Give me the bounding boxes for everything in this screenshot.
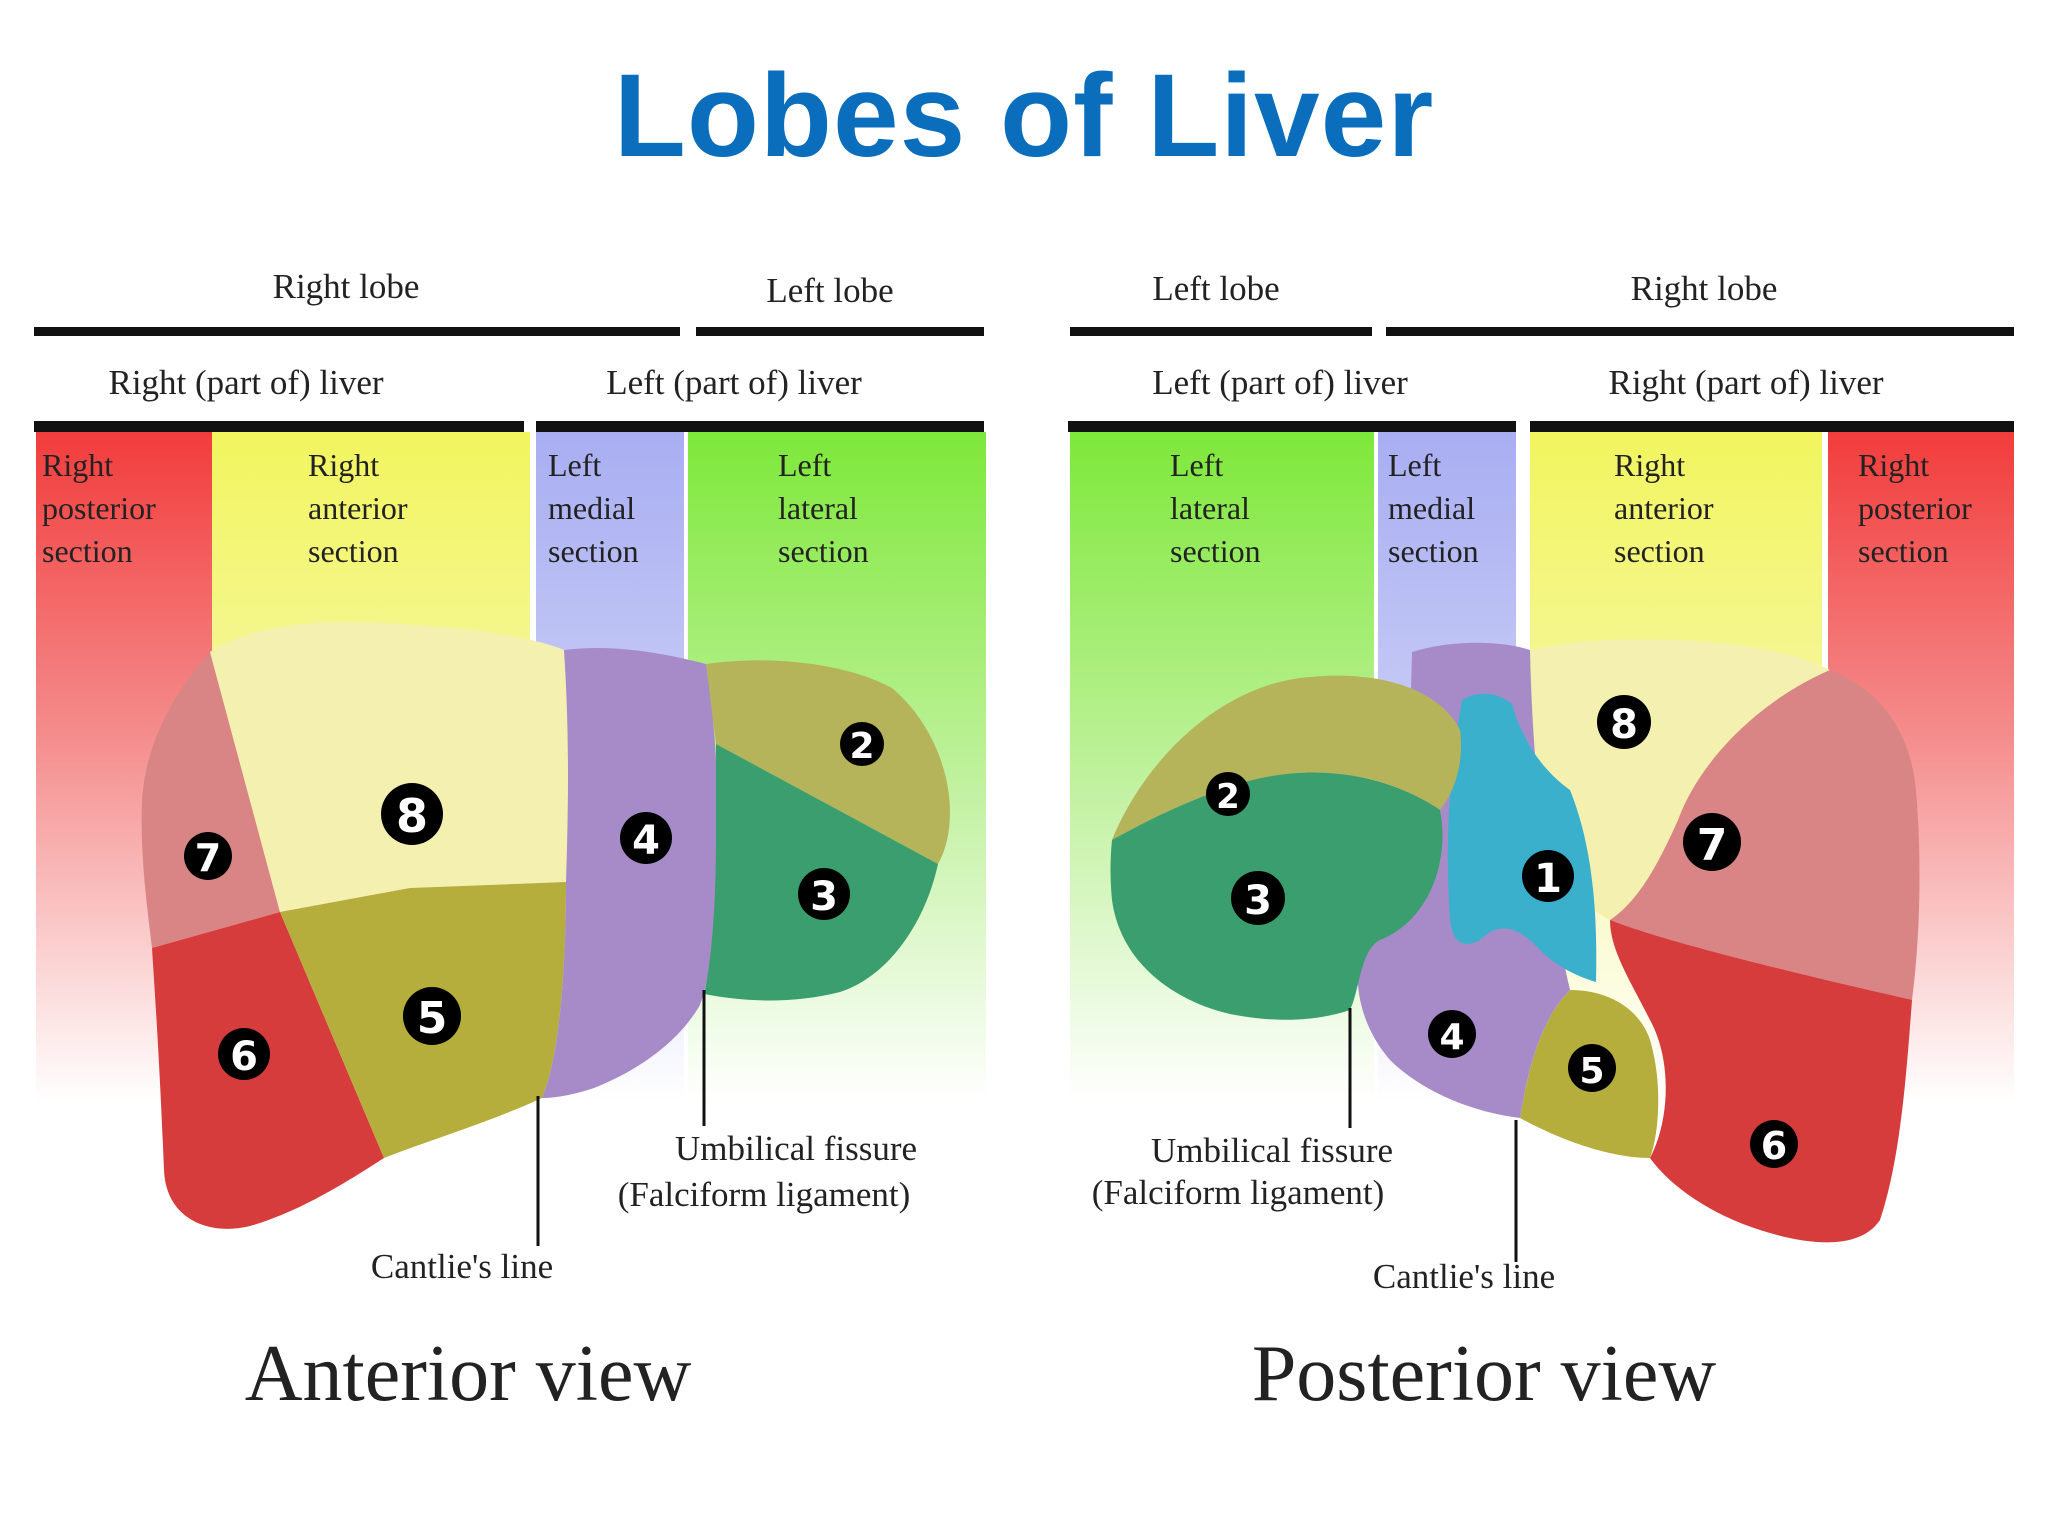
svg-text:1: 1 xyxy=(1534,856,1562,902)
post-umbilical-label-1: Umbilical fissure xyxy=(1151,1131,1393,1170)
svg-text:Left: Left xyxy=(1388,447,1441,483)
svg-text:6: 6 xyxy=(230,1034,258,1080)
post-left-part-label: Left (part of) liver xyxy=(1152,363,1408,402)
svg-text:4: 4 xyxy=(632,818,660,864)
svg-text:Right: Right xyxy=(1614,447,1685,483)
svg-text:section: section xyxy=(42,533,133,569)
post-left-lobe-label: Left lobe xyxy=(1152,269,1279,308)
post-left-medial-label: Left medial section xyxy=(1388,447,1479,569)
svg-text:7: 7 xyxy=(195,836,221,880)
svg-text:posterior: posterior xyxy=(42,490,156,526)
svg-text:5: 5 xyxy=(1579,1051,1604,1092)
ant-left-medial-label: Left medial section xyxy=(548,447,639,569)
ant-left-lobe-label: Left lobe xyxy=(766,271,893,310)
ant-segment-6 xyxy=(152,912,384,1229)
svg-text:posterior: posterior xyxy=(1858,490,1972,526)
post-left-lateral-label: Left lateral section xyxy=(1170,447,1261,569)
svg-text:5: 5 xyxy=(417,993,448,1044)
ant-right-anterior-label: Right anterior section xyxy=(308,447,408,569)
posterior-panel: Left lobe Right lobe Left (part of) live… xyxy=(1068,269,2014,1418)
post-segment-6 xyxy=(1610,920,1912,1243)
ant-left-part-label: Left (part of) liver xyxy=(606,363,862,402)
post-left-lobe-bar xyxy=(1070,327,1372,336)
ant-cantlie-label: Cantlie's line xyxy=(371,1247,553,1286)
svg-text:anterior: anterior xyxy=(308,490,408,526)
post-umbilical-label-2: (Falciform ligament) xyxy=(1092,1173,1385,1212)
post-right-part-bar xyxy=(1530,421,2014,432)
ant-right-lobe-bar xyxy=(34,327,680,336)
ant-umbilical-label-2: (Falciform ligament) xyxy=(618,1175,911,1214)
svg-text:section: section xyxy=(778,533,869,569)
svg-text:8: 8 xyxy=(396,789,428,843)
ant-right-posterior-label: Right posterior section xyxy=(42,447,156,569)
ant-right-part-bar xyxy=(34,421,524,432)
post-segment-1 xyxy=(1447,693,1597,982)
svg-text:Right: Right xyxy=(1858,447,1929,483)
ant-segment-7 xyxy=(141,652,280,948)
svg-text:section: section xyxy=(1614,533,1705,569)
svg-text:medial: medial xyxy=(1388,490,1475,526)
svg-text:4: 4 xyxy=(1439,1017,1464,1058)
svg-text:3: 3 xyxy=(1244,878,1272,924)
svg-text:7: 7 xyxy=(1697,820,1728,871)
ant-right-lobe-label: Right lobe xyxy=(273,267,420,306)
ant-segment-4 xyxy=(542,647,718,1098)
svg-text:lateral: lateral xyxy=(778,490,858,526)
post-segment-7 xyxy=(1610,670,1920,1000)
post-view-label: Posterior view xyxy=(1252,1330,1717,1418)
ant-segment-2 xyxy=(706,660,950,864)
post-right-lobe-bar xyxy=(1386,327,2014,336)
svg-text:section: section xyxy=(1388,533,1479,569)
svg-text:anterior: anterior xyxy=(1614,490,1714,526)
svg-text:section: section xyxy=(1170,533,1261,569)
svg-text:Right: Right xyxy=(308,447,379,483)
svg-text:medial: medial xyxy=(548,490,635,526)
ant-view-label: Anterior view xyxy=(245,1330,692,1418)
ant-left-part-bar xyxy=(536,421,984,432)
svg-text:2: 2 xyxy=(1216,777,1240,817)
post-segment-numbers: 1 2 3 4 5 6 7 8 xyxy=(1206,695,1798,1168)
post-right-anterior-label: Right anterior section xyxy=(1614,447,1714,569)
svg-text:lateral: lateral xyxy=(1170,490,1250,526)
post-segment-2 xyxy=(1112,675,1462,840)
anterior-panel: Right lobe Left lobe Right (part of) liv… xyxy=(34,267,986,1418)
svg-text:section: section xyxy=(1858,533,1949,569)
svg-text:section: section xyxy=(308,533,399,569)
ant-right-part-label: Right (part of) liver xyxy=(108,363,383,402)
ant-umbilical-label-1: Umbilical fissure xyxy=(675,1129,917,1168)
post-left-part-bar xyxy=(1068,421,1516,432)
svg-text:6: 6 xyxy=(1761,1124,1787,1168)
post-right-lobe-label: Right lobe xyxy=(1631,269,1778,308)
ant-left-lateral-label: Left lateral section xyxy=(778,447,869,569)
ant-segment-numbers: 2 3 4 5 6 7 8 xyxy=(184,722,884,1080)
ant-left-lobe-bar xyxy=(696,327,984,336)
svg-text:Left: Left xyxy=(778,447,831,483)
svg-text:Left: Left xyxy=(1170,447,1223,483)
ant-segment-8 xyxy=(210,621,568,912)
svg-text:Right: Right xyxy=(42,447,113,483)
svg-text:Left: Left xyxy=(548,447,601,483)
post-cantlie-label: Cantlie's line xyxy=(1373,1257,1555,1296)
svg-text:2: 2 xyxy=(849,726,874,767)
svg-text:3: 3 xyxy=(810,874,838,920)
slide-title: Lobes of Liver xyxy=(613,50,1435,182)
post-right-part-label: Right (part of) liver xyxy=(1608,363,1883,402)
svg-text:8: 8 xyxy=(1610,702,1638,748)
post-right-posterior-label: Right posterior section xyxy=(1858,447,1972,569)
svg-text:section: section xyxy=(548,533,639,569)
